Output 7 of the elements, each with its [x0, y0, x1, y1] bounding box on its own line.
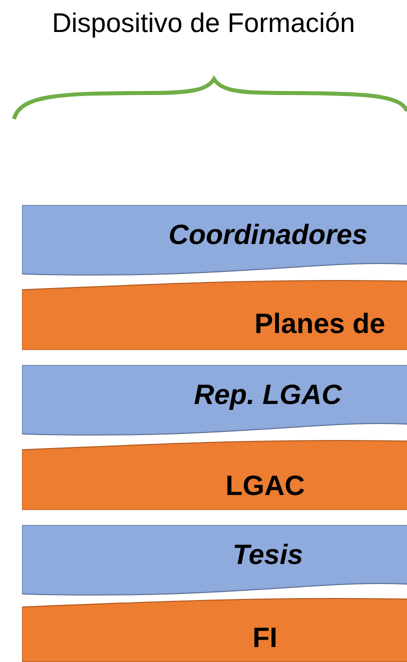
- band-label: LGAC: [226, 470, 305, 502]
- band-label: Tesis: [232, 539, 304, 571]
- band-label: Planes de: [254, 308, 386, 340]
- band-label: FI: [252, 622, 278, 654]
- band-label: Coordinadores: [168, 219, 368, 251]
- band-label: Rep. LGAC: [194, 379, 342, 411]
- diagram-title: Dispositivo de Formación: [50, 8, 356, 39]
